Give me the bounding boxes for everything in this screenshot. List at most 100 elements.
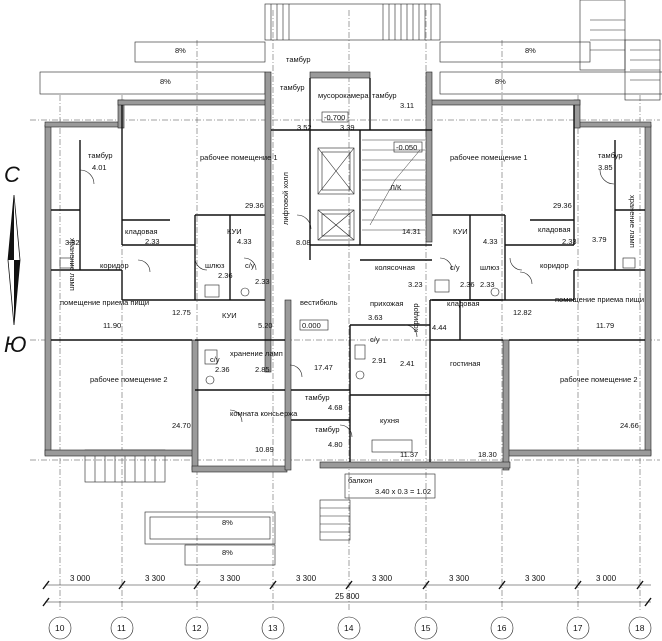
room-area: 4.80 — [328, 440, 343, 449]
room-area: 11.37 — [400, 450, 418, 459]
room-area: 11.79 — [596, 321, 614, 330]
axis-markers: 10 11 12 13 14 15 16 17 18 — [48, 616, 652, 640]
span-dimension: 3 300 — [220, 574, 241, 583]
room-area: 3.85 — [598, 163, 613, 172]
room-area: 3.23 — [408, 280, 423, 289]
room-area: 11.90 — [103, 321, 121, 330]
axis-label: 17 — [573, 623, 583, 633]
room-area: 3.52 — [297, 123, 312, 132]
span-dimension: 3 300 — [296, 574, 317, 583]
room-label: тамбур — [280, 83, 305, 92]
room-area: 2.36 — [218, 271, 233, 280]
axis-label: 11 — [117, 623, 126, 633]
room-label: с/у — [245, 261, 255, 270]
room-label: хранение ламп — [68, 238, 77, 291]
stair-flight — [362, 139, 425, 231]
room-label: кухня — [380, 416, 399, 425]
span-dimension: 3 300 — [525, 574, 546, 583]
slope-label: 8% — [160, 77, 171, 86]
room-area: 12.75 — [172, 308, 191, 317]
lift-shafts — [317, 147, 355, 241]
room-label: помещение приема пищи — [60, 298, 149, 307]
room-area: 17.47 — [314, 363, 333, 372]
room-label: коридор — [540, 261, 569, 270]
interior-walls — [51, 78, 645, 462]
room-label: рабочее помещение 2 — [560, 375, 638, 384]
room-label: вестибюль — [300, 298, 338, 307]
fixtures — [59, 257, 636, 453]
room-label: колясочная — [375, 263, 415, 272]
axis-label: 18 — [635, 623, 645, 633]
room-area: 8.08 — [296, 238, 311, 247]
room-area: 18.30 — [478, 450, 497, 459]
room-area: 3.39 — [340, 123, 355, 132]
room-area: 3.63 — [368, 313, 383, 322]
room-area: 4.33 — [483, 237, 498, 246]
room-area: 2.33 — [562, 237, 577, 246]
total-dimension: 25 800 — [335, 592, 360, 601]
room-area: 3.79 — [592, 235, 607, 244]
room-label: тамбур — [305, 393, 330, 402]
elevation-label: -0.050 — [396, 143, 417, 152]
axis-label: 16 — [497, 623, 507, 633]
room-label: коридор — [411, 303, 420, 332]
room-label: КУИ — [222, 311, 237, 320]
room-area: 2.36 — [460, 280, 475, 289]
room-label: тамбур — [88, 151, 113, 160]
room-area: 14.31 — [402, 227, 421, 236]
room-label: тамбур — [372, 91, 397, 100]
doors — [79, 169, 615, 438]
room-label: кладовая — [447, 299, 480, 308]
room-label: Л/К — [390, 183, 402, 192]
axis-label: 12 — [192, 623, 202, 633]
south-label: Ю — [4, 332, 27, 357]
slope-label: 8% — [222, 548, 233, 557]
room-area: 2.33 — [145, 237, 160, 246]
elevation-label: -0.700 — [324, 113, 345, 122]
room-area: 3.40 x 0.3 = 1.02 — [375, 487, 431, 496]
room-label: шлюз — [480, 263, 500, 272]
room-label: шлюз — [205, 261, 225, 270]
slope-label: 8% — [175, 46, 186, 55]
span-dimension: 3 300 — [145, 574, 166, 583]
room-label: с/у — [210, 355, 220, 364]
span-dimension: 3 300 — [372, 574, 393, 583]
slope-label: 8% — [525, 46, 536, 55]
room-area: 24.70 — [172, 421, 191, 430]
room-label: кладовая — [538, 225, 571, 234]
slope-label: 8% — [495, 77, 506, 86]
room-area: 24.66 — [620, 421, 639, 430]
room-area: 3.11 — [400, 101, 414, 110]
room-label: помещение приема пищи — [555, 295, 644, 304]
axis-label: 10 — [55, 623, 65, 633]
span-dimension: 3 000 — [70, 574, 91, 583]
room-area: 3.82 — [65, 238, 80, 247]
balcony-box — [344, 473, 436, 499]
room-label: рабочее помещение 2 — [90, 375, 168, 384]
exterior-walls — [44, 71, 652, 473]
room-label: балкон — [348, 476, 372, 485]
room-label: прихожая — [370, 299, 403, 308]
dimension-lines: 3 000 3 300 3 300 3 300 3 300 3 300 3 30… — [42, 574, 652, 607]
room-area: 4.01 — [92, 163, 107, 172]
room-label: КУИ — [227, 227, 242, 236]
room-area: 4.33 — [237, 237, 252, 246]
room-labels: тамбур 4.01 хранение ламп 3.82 рабочее п… — [60, 55, 644, 496]
elevation-marks: 0.000 -0.700 -0.050 — [299, 111, 423, 331]
axis-label: 13 — [268, 623, 278, 633]
room-area: 29.36 — [553, 201, 572, 210]
room-label: с/у — [450, 263, 460, 272]
room-area: 4.68 — [328, 403, 343, 412]
slope-label: 8% — [222, 518, 233, 527]
room-label: тамбур — [598, 151, 623, 160]
span-dimension: 3 300 — [449, 574, 470, 583]
room-label: лифтовой холл — [281, 172, 290, 225]
room-area: 2.91 — [372, 356, 387, 365]
room-area: 2.36 — [215, 365, 230, 374]
room-label: с/у — [370, 335, 380, 344]
axis-label: 14 — [344, 623, 354, 633]
north-label: С — [4, 162, 20, 187]
room-area: 29.36 — [245, 201, 264, 210]
room-area: 5.20 — [258, 321, 273, 330]
room-area: 2.85 — [255, 365, 270, 374]
